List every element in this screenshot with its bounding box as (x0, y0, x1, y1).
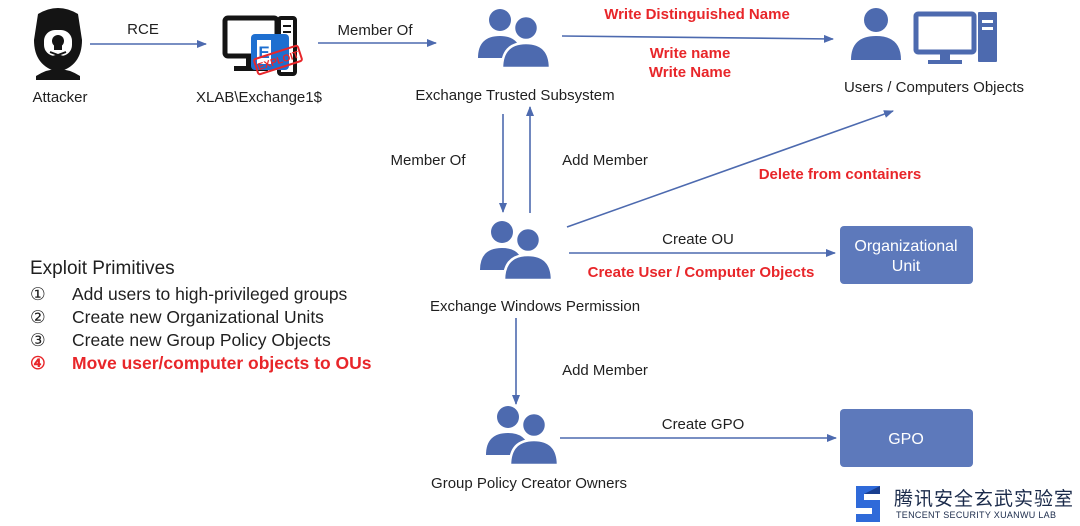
exchange-server-label: XLAB\Exchange1$ (196, 89, 323, 106)
org-unit-box: Organizational Unit (840, 226, 973, 284)
org-unit-label-1: Organizational (854, 238, 957, 255)
primitive-item: ③ Create new Group Policy Objects (30, 329, 372, 352)
primitive-text: Add users to high-privileged groups (72, 284, 348, 304)
logo-english-text: TENCENT SECURITY XUANWU LAB (896, 510, 1057, 520)
group-icon-exchange-trusted (476, 8, 552, 68)
edge-label-write-name-1: Write name (650, 45, 731, 62)
users-computers-label: Users / Computers Objects (844, 79, 1024, 96)
attacker-label: Attacker (32, 89, 87, 106)
primitive-text: Move user/computer objects to OUs (72, 353, 372, 373)
exchange-trusted-label: Exchange Trusted Subsystem (415, 87, 614, 104)
arrow-write (561, 34, 834, 43)
arrow-delete-from (566, 110, 894, 228)
edge-label-add-member-2: Add Member (562, 362, 648, 379)
exchange-server-icon: E (222, 15, 297, 76)
edge-label-write-dn: Write Distinguished Name (604, 6, 790, 23)
logo-chinese-text: 腾讯安全玄武实验室 (894, 488, 1075, 510)
edge-label-create-ou: Create OU (662, 231, 734, 248)
primitive-item: ① Add users to high-privileged groups (30, 283, 372, 306)
user-icon (851, 8, 901, 60)
gpo-box: GPO (840, 409, 973, 467)
svg-text:E: E (258, 43, 269, 62)
primitive-number: ③ (30, 330, 46, 350)
primitive-number: ④ (30, 353, 46, 373)
primitive-item-highlighted: ④ Move user/computer objects to OUs (30, 352, 372, 375)
primitive-text: Create new Group Policy Objects (72, 330, 331, 350)
hacker-icon (34, 8, 82, 80)
gpco-label: Group Policy Creator Owners (431, 475, 627, 492)
group-icon-exchange-windows (478, 220, 554, 280)
computer-icon (913, 11, 997, 64)
exchange-windows-label: Exchange Windows Permission (430, 298, 640, 315)
xuanwu-logo-icon (856, 486, 880, 522)
primitive-number: ② (30, 307, 46, 327)
org-unit-label-2: Unit (892, 258, 921, 275)
edge-label-write-name-2: Write Name (649, 64, 731, 81)
edge-label-rce: RCE (127, 21, 159, 38)
edge-label-delete-from: Delete from containers (759, 166, 922, 183)
edge-label-member-of-2: Member Of (390, 152, 466, 169)
edge-label-member-of-1: Member Of (337, 22, 413, 39)
primitive-text: Create new Organizational Units (72, 307, 324, 327)
primitive-item: ② Create new Organizational Units (30, 306, 372, 329)
edge-label-create-objects: Create User / Computer Objects (588, 264, 815, 281)
group-icon-gpco (484, 405, 560, 465)
exploit-primitives: Exploit Primitives ① Add users to high-p… (30, 258, 372, 375)
gpo-label: GPO (888, 431, 924, 448)
primitives-title: Exploit Primitives (30, 258, 175, 279)
xuanwu-lab-logo: 腾讯安全玄武实验室 TENCENT SECURITY XUANWU LAB (848, 482, 1078, 526)
edge-label-add-member-1: Add Member (562, 152, 648, 169)
edge-label-create-gpo: Create GPO (662, 416, 745, 433)
primitive-number: ① (30, 284, 46, 304)
